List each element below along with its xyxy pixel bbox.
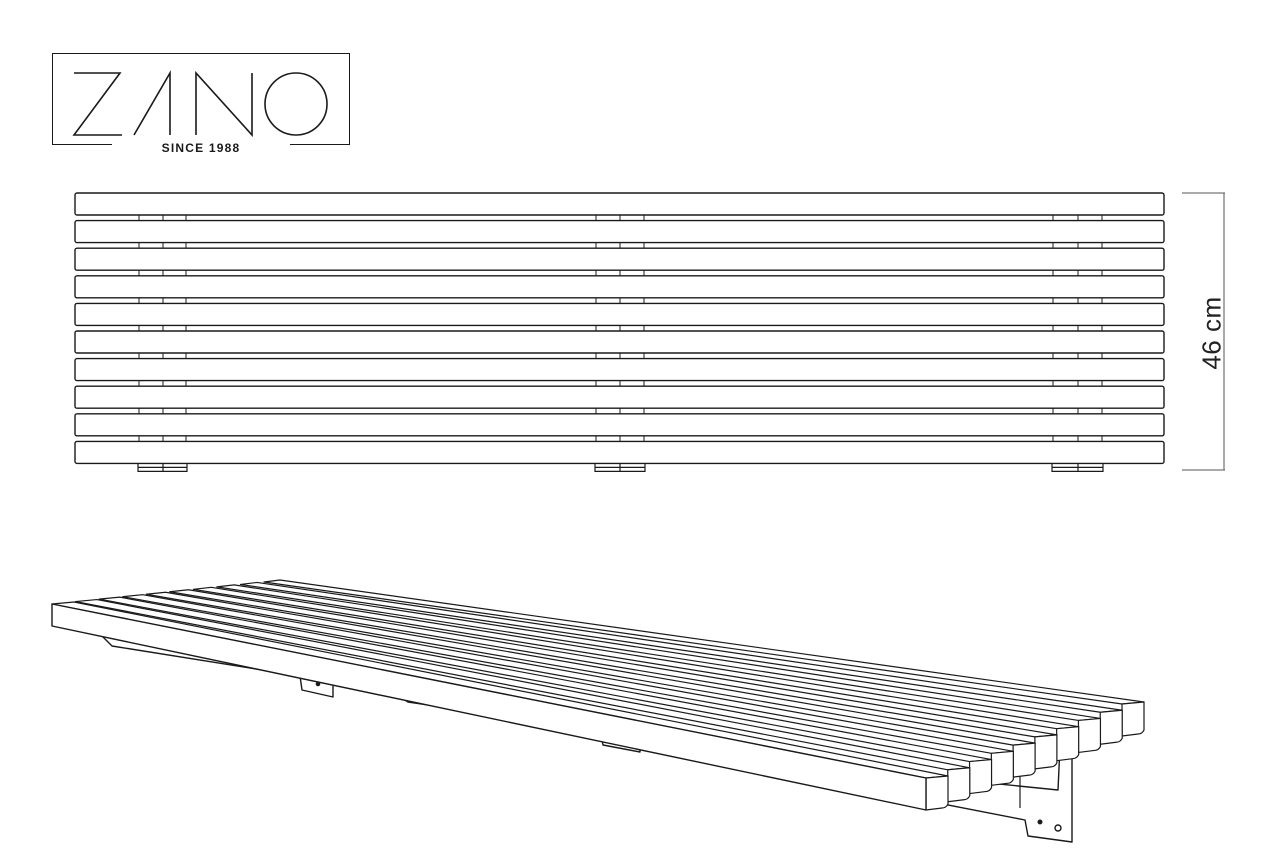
perspective-slat-group [51, 579, 1145, 811]
logo-letter-n [195, 70, 253, 138]
perspective-slat-end [925, 775, 949, 811]
slat-group [74, 192, 1165, 465]
perspective-slat-end [1034, 734, 1058, 770]
perspective-slat-end [1056, 726, 1080, 762]
logo-letter-a [133, 70, 171, 136]
perspective-slat-end [1077, 717, 1102, 754]
perspective-front-face [51, 603, 927, 811]
perspective-slat-end [990, 750, 1014, 786]
support-foot [1051, 463, 1104, 472]
logo-letter-o [264, 72, 328, 136]
slat [74, 247, 1165, 271]
perspective-slat-end [1099, 709, 1123, 745]
height-dimension-label: 46 cm [1196, 296, 1227, 370]
slat [74, 385, 1165, 409]
perspective-slat-end [947, 767, 971, 803]
slat [74, 219, 1165, 244]
dimension-bracket [1182, 192, 1225, 471]
slat [74, 357, 1165, 382]
slat [74, 330, 1165, 354]
slat [74, 275, 1165, 299]
slat [74, 302, 1165, 327]
brand-logo: SINCE 1988 [52, 53, 350, 155]
perspective-slat-end [968, 758, 993, 795]
perspective-slat-end [1012, 742, 1036, 778]
support-foot [594, 463, 646, 472]
brand-tagline: SINCE 1988 [162, 141, 241, 155]
bench-perspective-view [51, 579, 1145, 843]
slat [74, 440, 1165, 465]
support-group [137, 215, 1104, 472]
slat [74, 192, 1165, 216]
bench-front-view [74, 192, 1225, 472]
support-foot [137, 463, 188, 472]
slat [74, 413, 1165, 437]
logo-letter-z [72, 72, 122, 136]
perspective-slat-end [1121, 701, 1145, 737]
